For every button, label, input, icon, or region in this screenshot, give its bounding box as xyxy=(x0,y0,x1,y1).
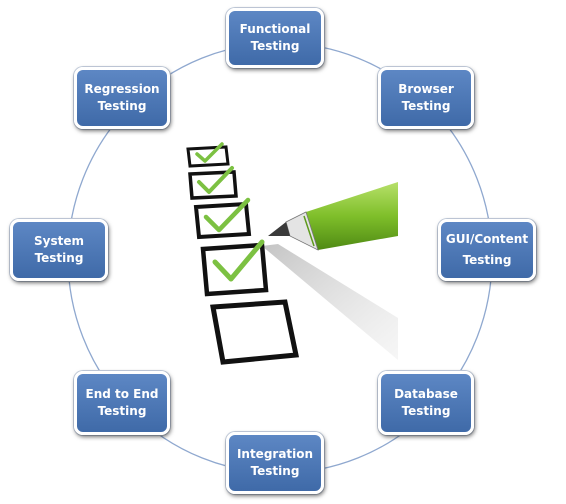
checkbox-3 xyxy=(193,197,252,240)
node-label: Integration xyxy=(236,447,314,461)
checkbox-1 xyxy=(186,142,230,168)
node-label: Testing xyxy=(250,464,300,478)
node-label: Regression xyxy=(84,82,160,96)
checkmark-icon xyxy=(203,197,251,233)
node-label: Testing xyxy=(34,251,84,265)
node-label: Testing xyxy=(401,99,451,113)
pen-shadow xyxy=(262,244,398,360)
node-regression-testing: Regression Testing xyxy=(74,67,170,129)
node-label: Browser xyxy=(398,82,454,96)
checkbox-5-empty xyxy=(210,299,300,365)
node-label: GUI/Content xyxy=(445,232,529,246)
node-browser-testing: Browser Testing xyxy=(378,67,474,129)
checkmark-icon xyxy=(212,239,265,282)
node-label: Database xyxy=(394,387,458,401)
node-functional-testing: Functional Testing xyxy=(226,8,324,68)
node-label: End to End xyxy=(85,387,159,401)
node-database-testing: Database Testing xyxy=(378,371,474,435)
node-gui-content-testing: GUI/Content Testing xyxy=(438,219,536,281)
node-label: Testing xyxy=(462,253,512,267)
checkbox-4 xyxy=(200,239,269,297)
node-label: Testing xyxy=(250,39,300,53)
node-label: Testing xyxy=(97,99,147,113)
pen-icon xyxy=(268,182,398,251)
checkmark-icon xyxy=(197,166,234,194)
node-label: Testing xyxy=(97,404,147,418)
checkbox-2 xyxy=(188,166,238,200)
node-end-to-end-testing: End to End Testing xyxy=(74,371,170,435)
node-integration-testing: Integration Testing xyxy=(226,432,324,494)
node-label: Functional xyxy=(239,22,311,36)
checkmark-icon xyxy=(195,142,224,163)
node-label: System xyxy=(34,234,84,248)
node-system-testing: System Testing xyxy=(10,219,108,281)
node-label: Testing xyxy=(401,404,451,418)
